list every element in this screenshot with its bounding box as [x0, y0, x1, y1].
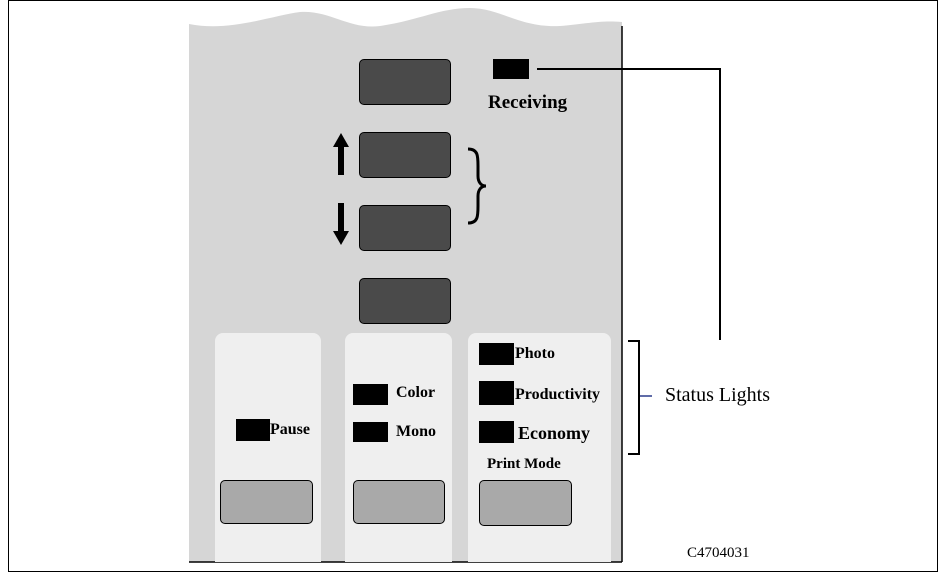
down-button[interactable]	[359, 205, 451, 251]
mono-label: Mono	[396, 423, 436, 440]
figure-frame	[8, 0, 938, 572]
print-mode-button[interactable]	[479, 480, 572, 526]
pause-light	[236, 419, 270, 441]
color-label: Color	[396, 384, 436, 401]
economy-label: Economy	[518, 423, 590, 443]
economy-light	[479, 421, 514, 443]
color-light	[353, 384, 388, 405]
productivity-label: Productivity	[515, 386, 601, 403]
up-button[interactable]	[359, 132, 451, 178]
curly-brace-icon	[467, 147, 487, 225]
receiving-label: Receiving	[488, 92, 568, 113]
top-button[interactable]	[359, 59, 451, 105]
photo-label: Photo	[515, 345, 555, 362]
pause-label: Pause	[270, 421, 310, 438]
figure-id: C4704031	[687, 545, 750, 561]
up-arrow-icon	[333, 133, 349, 175]
print-mode-label: Print Mode	[487, 456, 561, 472]
productivity-light	[479, 381, 514, 405]
photo-light	[479, 343, 514, 365]
status-lights-label: Status Lights	[665, 384, 771, 406]
mono-light	[353, 422, 388, 442]
receiving-light	[493, 59, 529, 79]
down-arrow-icon	[333, 203, 349, 245]
bottom-button[interactable]	[359, 278, 451, 324]
pause-button[interactable]	[220, 480, 313, 524]
color-mode-button[interactable]	[353, 480, 445, 524]
